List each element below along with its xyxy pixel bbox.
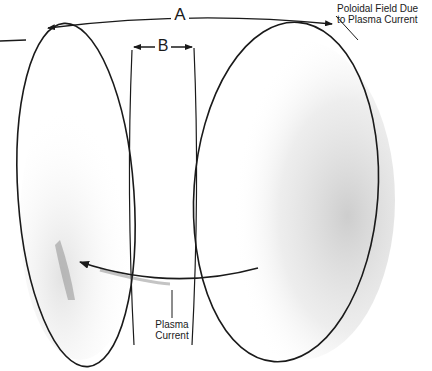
axis-line	[0, 40, 26, 41]
inner-hole-edge	[192, 48, 197, 345]
dimension-label: B	[155, 38, 172, 55]
torus-shading	[20, 80, 140, 360]
callout-label: Plasma Current	[144, 320, 200, 341]
poloidal-field-loop	[6, 19, 146, 370]
dimension-arrow	[48, 18, 332, 28]
dimension-label: A	[171, 6, 188, 24]
callout-label: Poloidal Field Due to Plasma Current	[337, 4, 429, 25]
leader-line	[172, 290, 173, 318]
plasma-current-shading	[100, 270, 170, 284]
torus-shading	[55, 240, 75, 300]
poloidal-field-loop	[182, 16, 389, 368]
inner-hole-edge	[129, 50, 134, 345]
torus-shading	[205, 40, 395, 360]
